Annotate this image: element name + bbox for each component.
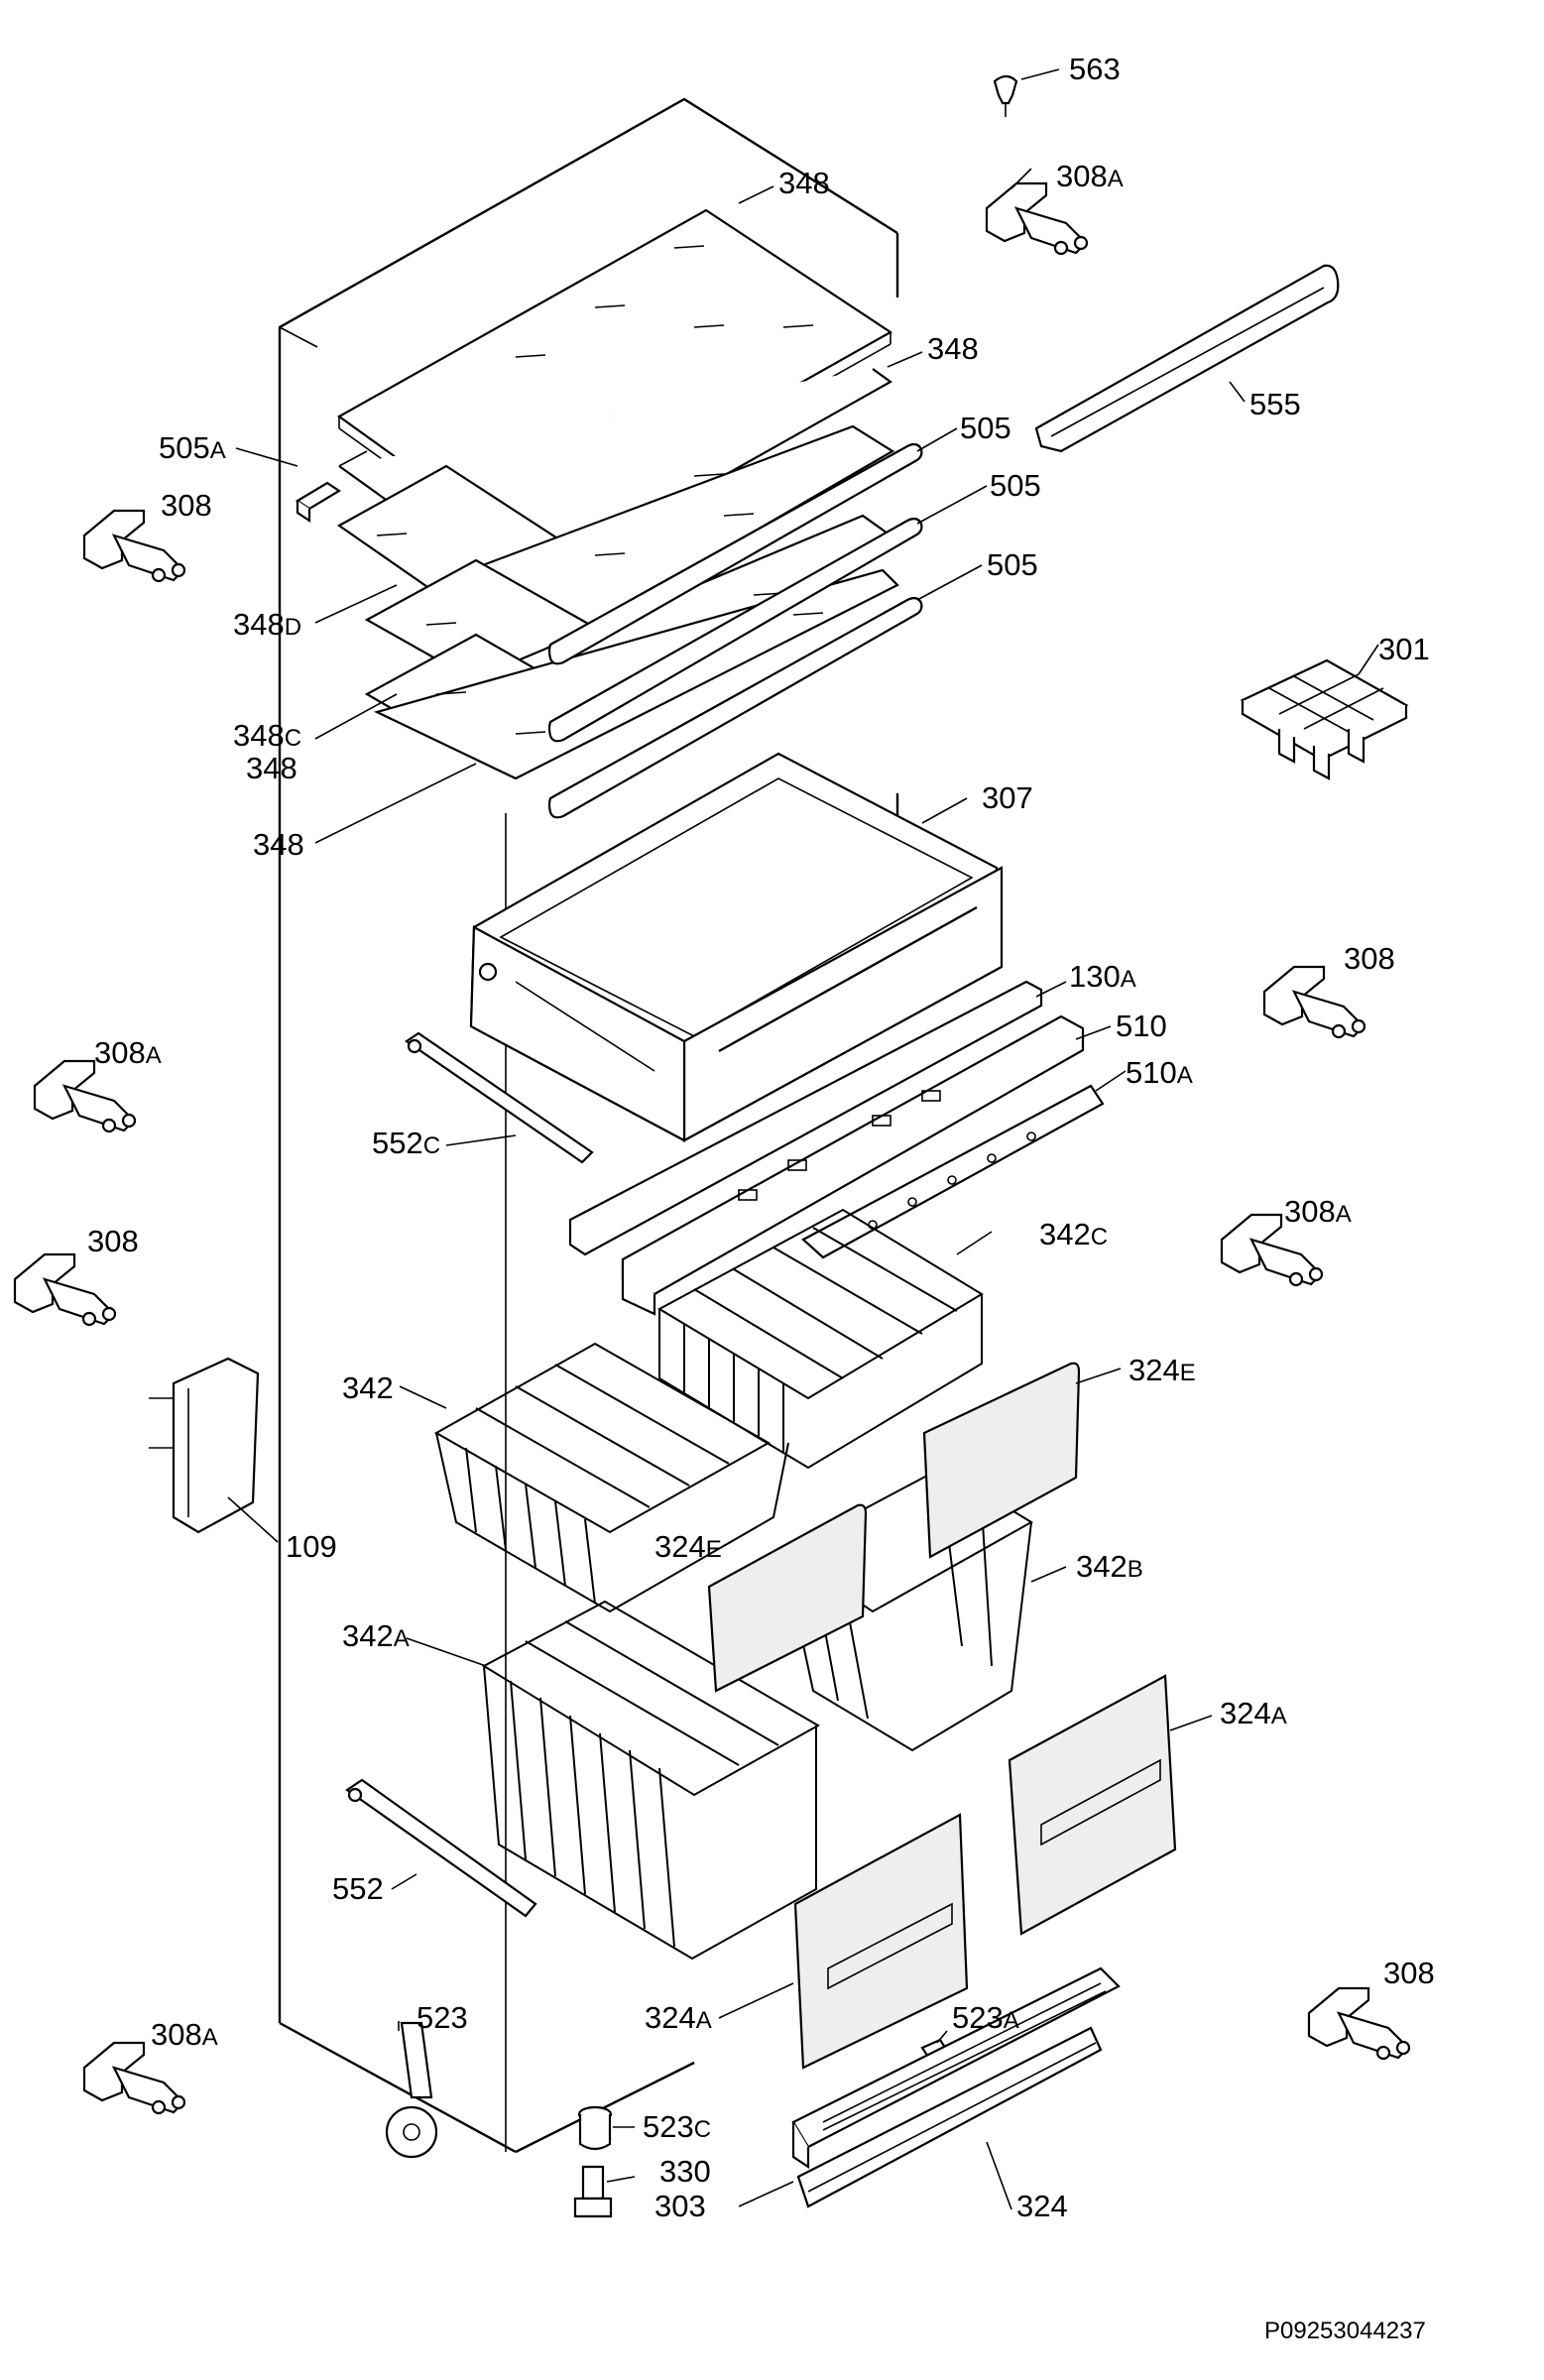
label-523C: 523C <box>643 2109 711 2144</box>
label-308A-top: 308A <box>1056 159 1124 193</box>
label-552C: 552C <box>372 1126 440 1160</box>
bracket-308-left-1 <box>82 509 186 583</box>
trim-505-3 <box>547 596 923 819</box>
label-555: 555 <box>1249 387 1301 421</box>
label-324A-right: 324A <box>1220 1696 1287 1730</box>
part-555-trim-bar <box>1034 264 1340 453</box>
label-342B: 342B <box>1076 1549 1143 1584</box>
part-552C-slide <box>405 1031 594 1164</box>
label-348-third: 348 <box>246 751 297 785</box>
trim-505-1 <box>547 442 923 665</box>
label-307: 307 <box>982 780 1033 815</box>
label-510: 510 <box>1116 1009 1167 1043</box>
label-505A: 505A <box>159 430 226 465</box>
part-301-ice-tray <box>1240 658 1409 780</box>
drawer-front-324A-left <box>793 1813 969 2070</box>
label-324E-1: 324E <box>1128 1353 1196 1387</box>
part-330-screw <box>573 2165 613 2218</box>
label-330: 330 <box>659 2154 711 2189</box>
label-308A-bottom-left: 308A <box>151 2017 218 2052</box>
label-523: 523 <box>416 2000 468 2035</box>
bracket-308-left-2 <box>13 1252 117 1327</box>
label-342C: 342C <box>1039 1217 1108 1251</box>
label-552: 552 <box>332 1871 384 1906</box>
label-505-2: 505 <box>990 468 1041 503</box>
label-342: 342 <box>342 1370 394 1405</box>
label-324A-left: 324A <box>645 2000 712 2035</box>
part-552-slide <box>345 1778 537 1918</box>
label-308A-left: 308A <box>94 1035 162 1070</box>
basket-342C <box>656 1208 984 1470</box>
label-308-left-1: 308 <box>161 488 212 523</box>
basket-342A <box>481 1600 821 1961</box>
label-308-right-2: 308 <box>1383 1956 1435 1990</box>
basket-342 <box>433 1342 789 1613</box>
part-523-hinge <box>385 2021 438 2159</box>
label-303: 303 <box>654 2189 706 2223</box>
label-523A: 523A <box>952 2000 1019 2035</box>
label-348C: 348C <box>233 718 301 753</box>
label-510A: 510A <box>1126 1055 1193 1090</box>
label-109: 109 <box>286 1529 337 1564</box>
label-505-1: 505 <box>960 411 1011 445</box>
part-307-drawer <box>469 752 1004 1142</box>
label-348-bottom: 348 <box>253 827 304 862</box>
label-308A-right: 308A <box>1284 1194 1352 1229</box>
divider-324E-1 <box>922 1362 1081 1559</box>
trim-505-2 <box>547 517 923 743</box>
part-510-control-panel <box>621 1014 1085 1316</box>
part-563 <box>993 68 1060 117</box>
label-505-3: 505 <box>987 547 1038 582</box>
bracket-308-right-2 <box>1307 1986 1411 2061</box>
bracket-308A-left <box>33 1059 137 1133</box>
label-324: 324 <box>1016 2189 1068 2223</box>
label-342A: 342A <box>342 1618 410 1653</box>
label-348-top: 348 <box>778 166 830 200</box>
part-324-kickplate <box>796 2026 1103 2208</box>
part-303-base <box>791 1966 1121 2170</box>
label-301: 301 <box>1378 632 1430 666</box>
label-308-right-1: 308 <box>1344 941 1395 976</box>
part-109-housing <box>149 1357 260 1534</box>
bracket-308A-top <box>985 168 1089 256</box>
bracket-308-right-1 <box>1262 965 1366 1039</box>
label-563: 563 <box>1069 52 1121 86</box>
reference-number: P09253044237 <box>1264 2318 1426 2344</box>
part-523C-bushing <box>577 2105 613 2151</box>
trim-505A <box>295 481 342 524</box>
part-labels: 563 308A 348 348 555 505A 505 505 505 30… <box>87 52 1435 2344</box>
divider-324E-2 <box>707 1503 868 1693</box>
label-324E-2: 324E <box>654 1529 722 1564</box>
part-130A-strip <box>568 980 1043 1256</box>
label-348-second: 348 <box>927 331 979 366</box>
bracket-308A-bottom-left <box>82 2041 186 2115</box>
leader-lines <box>227 185 1379 2210</box>
bracket-308A-right <box>1220 1213 1324 1287</box>
drawer-front-324A-right <box>1008 1674 1177 1936</box>
label-130A: 130A <box>1069 959 1136 994</box>
label-308-left-2: 308 <box>87 1224 139 1258</box>
label-348D: 348D <box>233 607 301 642</box>
